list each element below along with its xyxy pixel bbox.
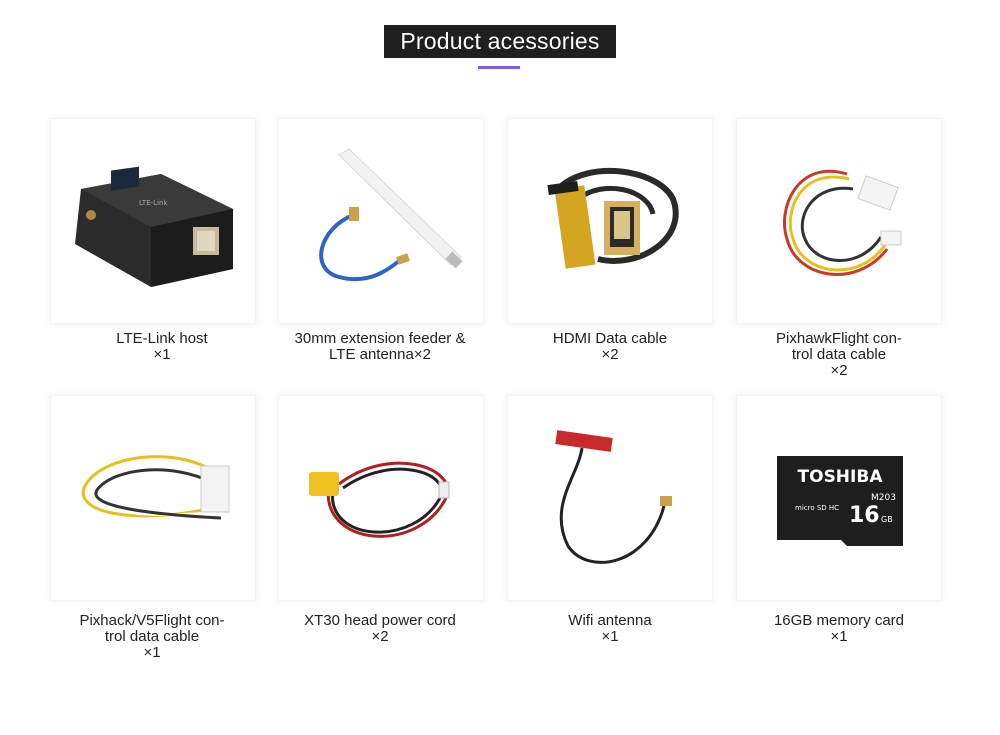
hdmi-cable-icon	[547, 167, 679, 269]
card-capacity-text: 16	[849, 503, 880, 528]
flight-control-cable-icon	[81, 455, 230, 520]
product-card-memory-card: TOSHIBA M203 16 GB micro SD HC	[736, 395, 942, 601]
product-name: PixhawkFlight con- trol data cable	[776, 330, 902, 363]
product-name: Pixhack/V5Flight con- trol data cable	[79, 612, 225, 645]
product-name: Wifi antenna	[568, 612, 652, 629]
product-card-wifi-antenna	[507, 395, 713, 601]
card-brand-text: TOSHIBA	[798, 467, 884, 487]
product-card-antenna-feeder	[278, 118, 484, 324]
product-name: HDMI Data cable	[552, 330, 668, 347]
xt30-power-cord-icon	[309, 461, 450, 538]
antenna-with-feeder-cable-icon	[319, 148, 463, 282]
card-model-text: M203	[871, 493, 896, 503]
product-qty: ×1	[143, 644, 161, 661]
product-card-lte-link-host: LTE-Link	[50, 118, 256, 324]
product-card-pixhawk-cable	[736, 118, 942, 324]
product-qty: ×2	[830, 362, 848, 379]
product-name: 16GB memory card	[773, 612, 905, 629]
product-card-xt30-power-cord	[278, 395, 484, 601]
wifi-antenna-icon	[555, 430, 672, 564]
product-qty: ×2	[371, 628, 389, 645]
page-title: Product acessories	[384, 25, 616, 58]
product-caption: XT30 head power cord ×2	[265, 613, 495, 645]
product-name: XT30 head power cord	[304, 612, 456, 629]
product-caption: LTE-Link host ×1	[47, 331, 277, 363]
product-caption: PixhawkFlight con- trol data cable ×2	[724, 331, 954, 379]
product-qty: ×1	[601, 628, 619, 645]
product-card-pixhack-cable	[50, 395, 256, 601]
product-qty: ×2	[413, 346, 431, 363]
product-caption: 16GB memory card ×1	[724, 613, 954, 645]
section-header: Product acessories	[0, 25, 1000, 58]
product-card-hdmi-cable	[507, 118, 713, 324]
product-qty: ×1	[153, 346, 171, 363]
card-unit-text: GB	[881, 515, 893, 524]
product-name: LTE-Link host	[116, 330, 208, 347]
lte-link-host-device-icon: LTE-Link	[75, 166, 233, 287]
product-name: 30mm extension feeder & LTE antenna	[294, 330, 466, 363]
product-caption: Pixhack/V5Flight con- trol data cable ×1	[37, 613, 267, 661]
memory-card-icon: TOSHIBA M203 16 GB micro SD HC	[777, 456, 903, 546]
flight-control-cable-icon	[783, 170, 902, 276]
product-caption: Wifi antenna ×1	[495, 613, 725, 645]
title-underline	[478, 66, 520, 69]
svg-text:LTE-Link: LTE-Link	[139, 199, 168, 207]
card-logo-text: micro SD HC	[795, 504, 839, 512]
product-caption: 30mm extension feeder & LTE antenna×2	[265, 331, 495, 363]
product-qty: ×1	[830, 628, 848, 645]
product-qty: ×2	[601, 346, 619, 363]
product-caption: HDMI Data cable ×2	[495, 331, 725, 363]
